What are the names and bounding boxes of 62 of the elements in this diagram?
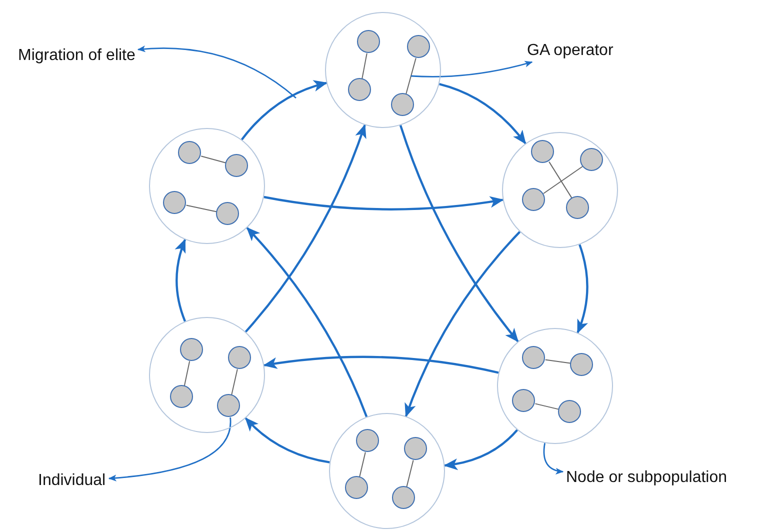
individual-circle — [391, 93, 414, 116]
individual-circle — [570, 353, 594, 376]
link-line — [543, 166, 583, 194]
link-line — [231, 368, 238, 396]
individual-circle — [580, 148, 604, 172]
individual-circle — [228, 346, 252, 370]
callout-label: Migration of elite — [18, 47, 136, 65]
link-line — [186, 204, 218, 212]
link-line — [200, 156, 226, 164]
individual-circle — [404, 437, 428, 460]
arrow — [244, 417, 330, 464]
link-line — [359, 452, 366, 478]
individual-circle — [178, 141, 202, 164]
arrow — [175, 238, 186, 322]
link-line — [406, 58, 416, 94]
subpopulation-circle — [497, 328, 613, 444]
individual-circle — [566, 196, 590, 220]
arrow — [576, 244, 588, 334]
callout-label: Node or subpopulation — [566, 469, 728, 487]
individual-circle — [407, 35, 430, 58]
individual-circle — [170, 385, 194, 408]
link-line — [406, 460, 414, 488]
individual-circle — [522, 188, 546, 212]
leader-line — [137, 46, 296, 99]
individual-circle — [357, 30, 380, 54]
subpopulation-circle — [149, 317, 265, 433]
individual-circle — [356, 429, 380, 452]
subpopulation-circle — [149, 128, 265, 244]
individual-circle — [163, 191, 186, 214]
arrow — [246, 227, 368, 418]
subpopulation-circle — [325, 12, 441, 128]
arrow — [404, 231, 521, 418]
individual-circle — [225, 154, 248, 178]
link-line — [184, 360, 190, 386]
arrow — [264, 196, 504, 210]
individual-circle — [216, 202, 240, 226]
individual-circle — [522, 346, 546, 370]
individual-circle — [512, 389, 536, 412]
individual-circle — [180, 338, 204, 362]
leader-line — [108, 417, 232, 482]
arrow — [244, 124, 366, 333]
arrow — [240, 80, 328, 140]
callout-label: Individual — [38, 472, 106, 490]
individual-circle — [392, 486, 416, 510]
arrow — [399, 124, 519, 342]
subpopulation-circle — [502, 132, 618, 248]
arrow — [444, 429, 518, 470]
arrow — [263, 356, 499, 374]
callout-label: GA operator — [527, 42, 614, 60]
individual-circle — [558, 400, 582, 424]
link-line — [548, 161, 572, 199]
link-line — [534, 403, 560, 410]
leader-line — [410, 60, 533, 78]
link-line — [544, 359, 572, 364]
individual-circle — [345, 476, 368, 500]
link-line — [362, 52, 368, 80]
subpopulation-circle — [329, 413, 445, 529]
individual-circle — [217, 394, 240, 418]
leader-line — [543, 443, 564, 474]
arrow — [439, 83, 526, 144]
individual-circle — [531, 140, 554, 164]
individual-circle — [348, 78, 372, 102]
